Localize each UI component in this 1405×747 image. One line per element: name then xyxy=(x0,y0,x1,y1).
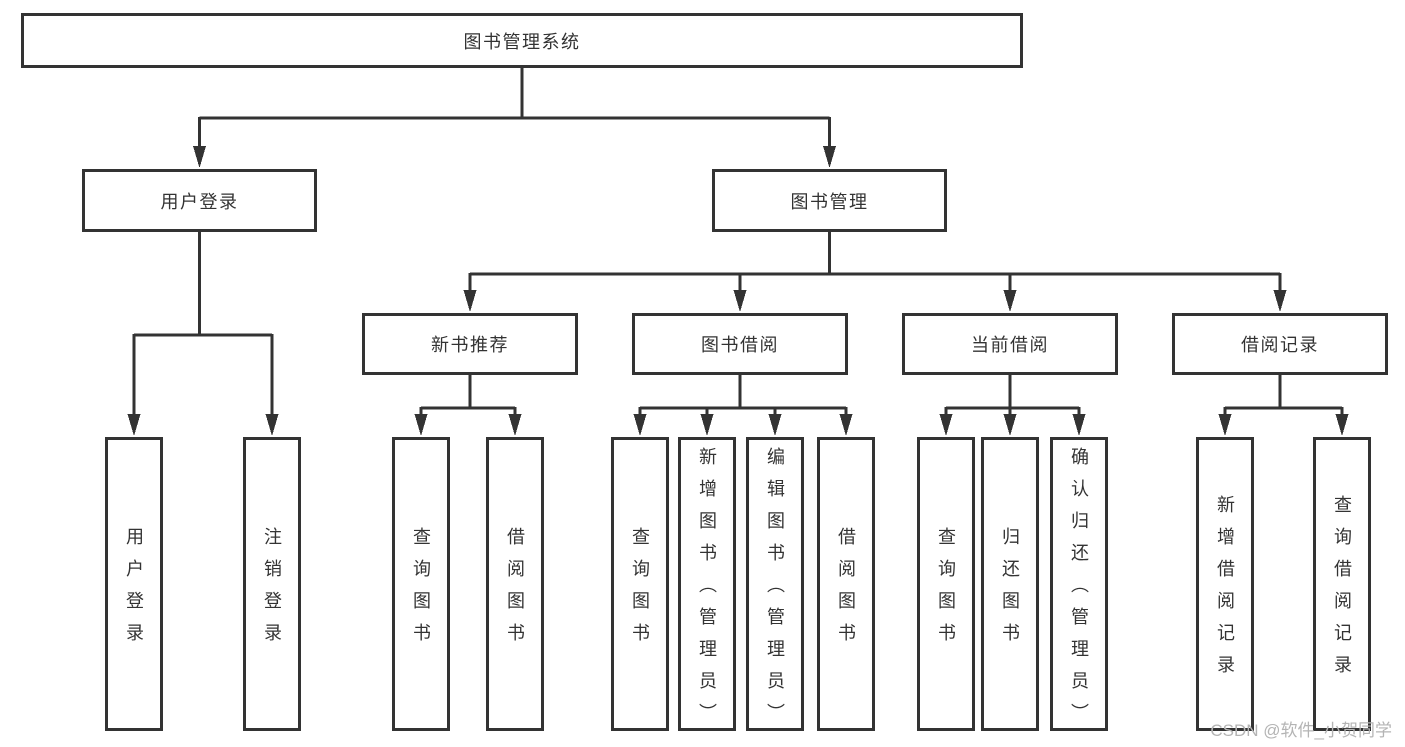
leaf-confirm-return-admin-label: 确认归还（管理员） xyxy=(1069,447,1089,735)
leaf-user-login: 用户登录 xyxy=(105,437,163,731)
node-book-borrow-label: 图书借阅 xyxy=(701,335,779,355)
connector-root-to-level2 xyxy=(193,68,836,168)
connector-current-borrow-children xyxy=(939,374,1086,436)
node-new-book-recommend-label: 新书推荐 xyxy=(431,335,509,355)
leaf-borrow-borrow-books-label: 借阅图书 xyxy=(836,527,856,655)
connector-borrow-records-children xyxy=(1218,374,1349,436)
leaf-add-book-admin: 新增图书（管理员） xyxy=(678,437,736,735)
leaf-add-book-admin-label: 新增图书（管理员） xyxy=(697,447,717,735)
leaf-user-login-label: 用户登录 xyxy=(124,527,144,655)
leaf-logout: 注销登录 xyxy=(243,437,301,731)
node-borrow-records-label: 借阅记录 xyxy=(1241,335,1319,355)
leaf-recommend-borrow-books-label: 借阅图书 xyxy=(505,527,525,655)
node-current-borrow-label: 当前借阅 xyxy=(971,335,1049,355)
node-root: 图书管理系统 xyxy=(21,13,1023,68)
leaf-confirm-return-admin: 确认归还（管理员） xyxy=(1050,437,1108,735)
leaf-return-book: 归还图书 xyxy=(981,437,1039,731)
leaf-edit-book-admin: 编辑图书（管理员） xyxy=(746,437,804,735)
leaf-current-query-books: 查询图书 xyxy=(917,437,975,731)
node-borrow-records: 借阅记录 xyxy=(1172,313,1388,375)
leaf-return-book-label: 归还图书 xyxy=(1000,527,1020,655)
node-root-label: 图书管理系统 xyxy=(463,31,581,52)
connector-user-login-children xyxy=(127,231,279,436)
leaf-add-borrow-record: 新增借阅记录 xyxy=(1196,437,1254,731)
leaf-recommend-query-books: 查询图书 xyxy=(392,437,450,731)
node-new-book-recommend: 新书推荐 xyxy=(362,313,578,375)
connector-new-book-recommend-children xyxy=(414,374,522,436)
connector-book-borrow-children xyxy=(633,374,853,436)
leaf-borrow-query-books-label: 查询图书 xyxy=(630,527,650,655)
node-user-login-label: 用户登录 xyxy=(160,191,239,212)
leaf-add-borrow-record-label: 新增借阅记录 xyxy=(1215,495,1235,687)
connector-book-management-children xyxy=(463,231,1287,312)
leaf-recommend-query-books-label: 查询图书 xyxy=(411,527,431,655)
leaf-recommend-borrow-books: 借阅图书 xyxy=(486,437,544,731)
leaf-query-borrow-record-label: 查询借阅记录 xyxy=(1332,495,1352,687)
watermark: CSDN @软件_小贺同学 xyxy=(1210,721,1392,740)
leaf-edit-book-admin-label: 编辑图书（管理员） xyxy=(765,447,785,735)
leaf-current-query-books-label: 查询图书 xyxy=(936,527,956,655)
leaf-borrow-borrow-books: 借阅图书 xyxy=(817,437,875,731)
node-book-management: 图书管理 xyxy=(712,169,947,232)
node-user-login: 用户登录 xyxy=(82,169,317,232)
node-current-borrow: 当前借阅 xyxy=(902,313,1118,375)
node-book-borrow: 图书借阅 xyxy=(632,313,848,375)
leaf-borrow-query-books: 查询图书 xyxy=(611,437,669,731)
leaf-logout-label: 注销登录 xyxy=(262,527,282,655)
leaf-query-borrow-record: 查询借阅记录 xyxy=(1313,437,1371,731)
node-book-management-label: 图书管理 xyxy=(790,191,869,212)
